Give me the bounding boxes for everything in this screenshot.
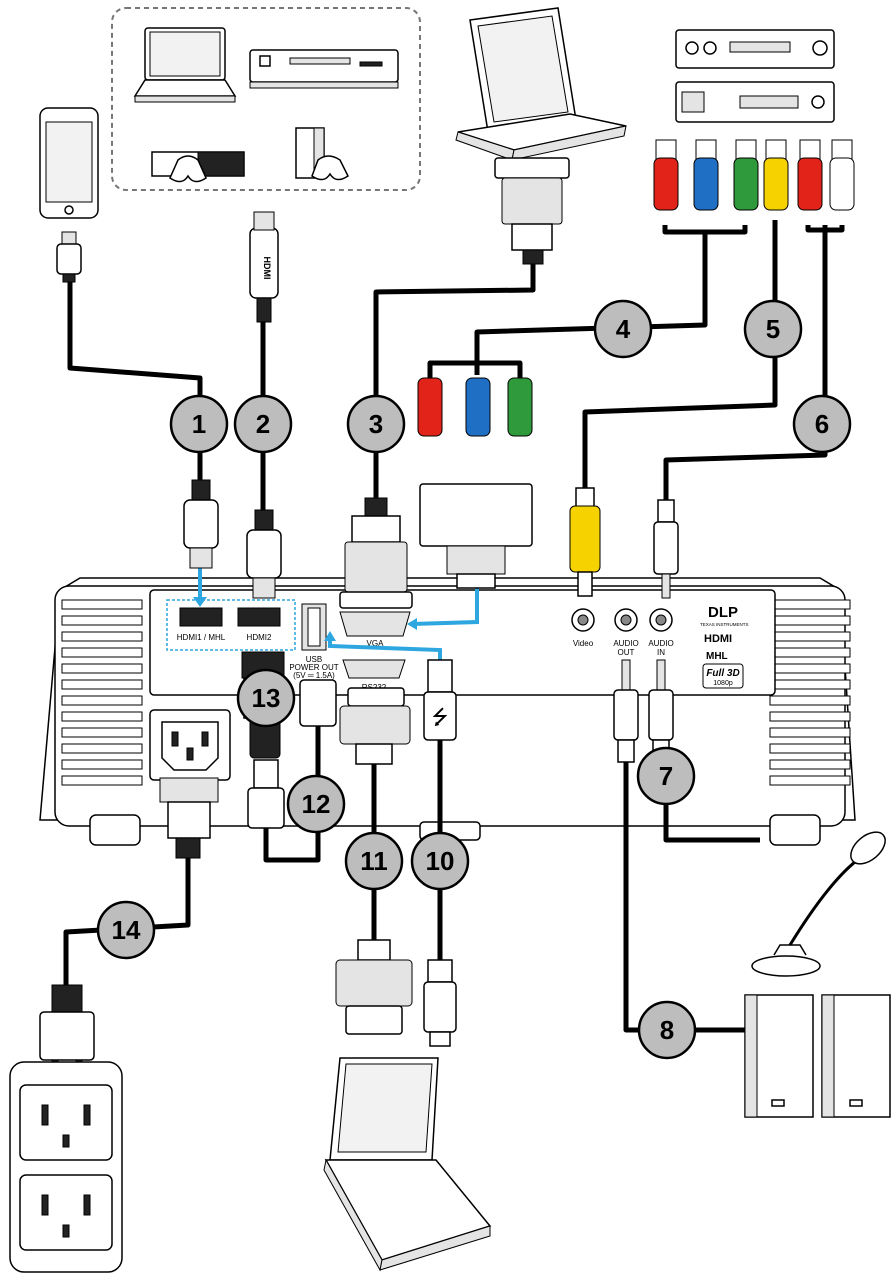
- svg-text:10: 10: [426, 846, 455, 876]
- xbox-icon: [151, 151, 245, 183]
- callout-1: 1: [169, 394, 229, 454]
- mhl-plug: [183, 479, 219, 569]
- power-cord-plug: [159, 777, 219, 859]
- vga-port-group: VGA: [339, 611, 411, 648]
- callout-10: 10: [410, 831, 470, 891]
- svg-text:3: 3: [369, 409, 383, 439]
- right-foot: [769, 814, 821, 846]
- mhl-logo: MHL: [706, 651, 728, 662]
- speakers-icon: [744, 994, 891, 1118]
- callout-14: 14: [96, 900, 156, 960]
- audio-in-label-2: IN: [657, 648, 665, 657]
- audio-plug-in-top: [653, 499, 679, 599]
- usb-label-3: (5V ═ 1.5A): [293, 671, 335, 680]
- rs232-plug-bottom: [335, 939, 413, 1035]
- callout-13: 13: [236, 668, 296, 728]
- hdmi-logo: HDMI: [704, 633, 732, 645]
- svg-text:12: 12: [302, 789, 331, 819]
- hdmi1-label: HDMI1 / MHL: [177, 633, 226, 642]
- smartphone-icon: [39, 107, 99, 219]
- vga-label: VGA: [367, 639, 385, 648]
- hdmi-ports: HDMI1 / MHL HDMI2: [166, 599, 296, 651]
- callout-8: 8: [637, 1000, 697, 1060]
- svg-text:5: 5: [766, 314, 780, 344]
- callout-3: 3: [346, 394, 406, 454]
- callout-7: 7: [636, 746, 696, 806]
- resolution-logo: 1080p: [713, 680, 733, 687]
- svg-text:13: 13: [252, 683, 281, 713]
- cable-4-main: [474, 232, 708, 375]
- callout-11: 11: [344, 831, 404, 891]
- laptop-icon-top: [455, 7, 627, 161]
- vcr-icon: [675, 29, 835, 69]
- usb-label-2: POWER OUT: [289, 663, 338, 672]
- usb-label-1: USB: [306, 655, 322, 664]
- wall-outlet-icon: [9, 1061, 123, 1273]
- callout-2: 2: [233, 394, 293, 454]
- usb-plug-12: [247, 679, 337, 829]
- dvd-player-icon-2: [675, 81, 835, 123]
- rs232-plug-top: [339, 687, 411, 765]
- left-vents: [61, 599, 143, 786]
- source-devices-group: [111, 7, 421, 191]
- usb-icon: ⭍: [432, 705, 449, 729]
- vga-plug-top: [494, 157, 570, 265]
- callout-4: 4: [593, 299, 653, 359]
- left-foot: [89, 814, 141, 846]
- svg-text:HDMI: HDMI: [262, 257, 272, 280]
- audio-in-label-1: AUDIO: [648, 639, 673, 648]
- svg-text:2: 2: [256, 409, 270, 439]
- vga-plug-lower: [339, 497, 413, 609]
- hdmi1-port[interactable]: [179, 607, 223, 627]
- usb-plug-10-bottom: [423, 959, 457, 1047]
- right-vents: [769, 599, 851, 786]
- cable-6: [663, 225, 828, 500]
- svg-text:7: 7: [659, 761, 673, 791]
- logos: DLP TEXAS INSTRUMENTS HDMI MHL Full 3D 1…: [700, 604, 749, 689]
- vga-arrow: [411, 588, 479, 626]
- usb-port-group: USB POWER OUT (5V ═ 1.5A): [289, 603, 339, 680]
- av-jacks: Video AUDIO OUT AUDIO IN: [571, 608, 674, 657]
- cable-4-top-split: [662, 225, 748, 235]
- callout-6: 6: [792, 394, 852, 454]
- power-inlet: [149, 709, 231, 781]
- micro-usb-plug: [56, 231, 82, 283]
- svg-text:6: 6: [815, 409, 829, 439]
- full3d-logo: Full 3D: [706, 668, 739, 679]
- rca-plugs-top: [653, 139, 855, 211]
- audio-out-label-1: AUDIO: [613, 639, 638, 648]
- laptop-icon: [133, 27, 237, 103]
- svg-text:11: 11: [360, 846, 388, 876]
- microphone-icon: [751, 831, 886, 977]
- svg-text:1: 1: [192, 409, 206, 439]
- composite-plug-lower: [569, 487, 601, 597]
- audio-out-label-2: OUT: [618, 648, 635, 657]
- hdmi2-label: HDMI2: [247, 633, 272, 642]
- dvd-player-icon: [249, 49, 399, 89]
- svg-text:8: 8: [660, 1015, 674, 1045]
- ti-logo: TEXAS INSTRUMENTS: [700, 622, 749, 627]
- video-label: Video: [573, 639, 594, 648]
- audio-plugs-bottom: [613, 659, 674, 763]
- svg-text:4: 4: [616, 314, 631, 344]
- dlp-logo: DLP: [708, 604, 738, 621]
- cable-1: [67, 282, 203, 490]
- callout-5: 5: [743, 299, 803, 359]
- callout-12: 12: [286, 774, 346, 834]
- hdmi-plug-top: HDMI: [249, 211, 279, 323]
- component-adapter: [417, 377, 533, 589]
- ps-icon: [295, 127, 349, 181]
- cable-6-split: [805, 225, 845, 233]
- rs232-port[interactable]: [342, 659, 406, 679]
- laptop-icon-bottom: [323, 1057, 492, 1272]
- vga-port[interactable]: [339, 611, 411, 637]
- cable-4-split: [427, 360, 523, 380]
- usb-plug-10-top: ⭍: [423, 659, 457, 741]
- hdmi-plug-lower: [246, 509, 282, 599]
- svg-text:14: 14: [112, 915, 141, 945]
- hdmi2-port[interactable]: [237, 607, 281, 627]
